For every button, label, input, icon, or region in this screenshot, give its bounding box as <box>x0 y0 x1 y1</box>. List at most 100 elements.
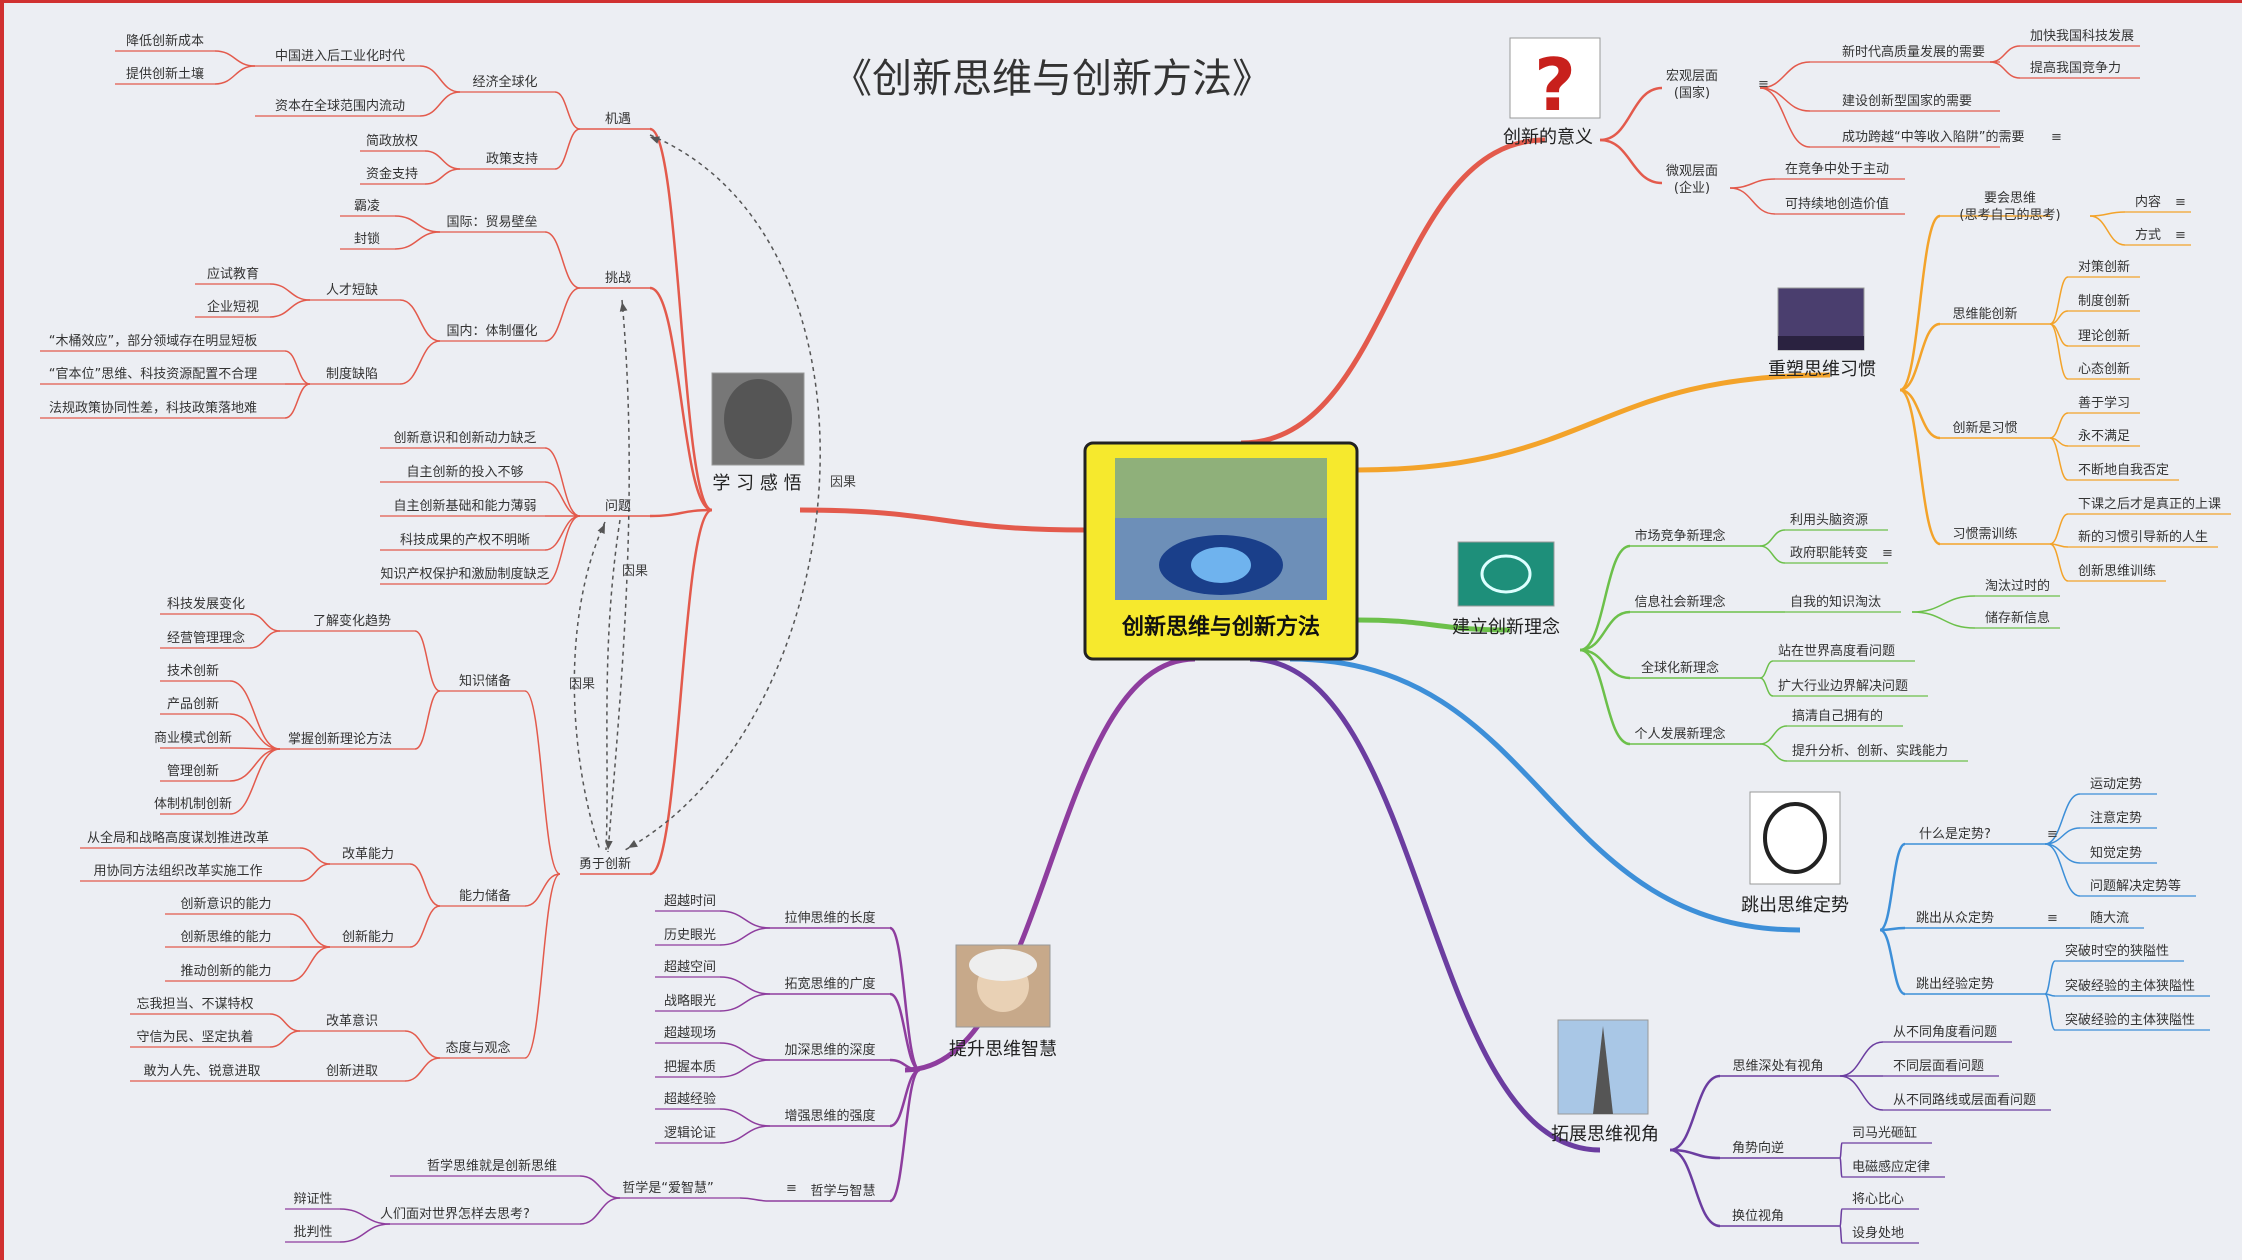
topic-label[interactable]: 从全局和战略高度谋划推进改革 <box>87 830 269 846</box>
topic-label[interactable]: 电磁感应定律 <box>1852 1159 1930 1175</box>
topic-label[interactable]: 商业模式创新 <box>154 730 232 746</box>
topic-label[interactable]: 在竞争中处于主动 <box>1785 161 1889 177</box>
topic-label[interactable]: 掌握创新理论方法 <box>288 731 392 747</box>
note-icon[interactable]: ≡ <box>1882 546 1893 561</box>
topic-label[interactable]: 辩证性 <box>293 1192 332 1207</box>
topic-label[interactable]: 创新思维训练 <box>2078 563 2156 579</box>
topic-label[interactable]: 知觉定势 <box>2090 845 2142 861</box>
topic-label[interactable]: 理论创新 <box>2078 328 2130 344</box>
topic-label[interactable]: 思维深处有视角 <box>1732 1059 1823 1074</box>
topic-label[interactable]: 拓宽思维的广度 <box>784 976 875 992</box>
topic-label[interactable]: 微观层面(企业) <box>1666 164 1718 196</box>
topic-label[interactable]: 管理创新 <box>167 763 219 779</box>
topic-label[interactable]: 守信为民、坚定执着 <box>136 1029 253 1045</box>
topic-label[interactable]: 加深思维的深度 <box>784 1042 875 1058</box>
topic-label[interactable]: 突破经验的主体狭隘性 <box>2065 978 2195 994</box>
topic-label[interactable]: 下课之后才是真正的上课 <box>2078 496 2221 512</box>
topic-label[interactable]: 对策创新 <box>2078 259 2130 275</box>
topic-label[interactable]: 创新意识和创新动力缺乏 <box>393 430 536 446</box>
topic-label[interactable]: 创新意识的能力 <box>180 896 271 912</box>
topic-label[interactable]: 超越空间 <box>664 960 716 975</box>
topic-label[interactable]: 简政放权 <box>366 133 418 149</box>
topic-label[interactable]: 挑战 <box>605 271 631 286</box>
topic-label[interactable]: 什么是定势? <box>1919 826 1991 842</box>
topic-label[interactable]: 态度与观念 <box>445 1040 510 1056</box>
topic-label[interactable]: 站在世界高度看问题 <box>1778 643 1895 659</box>
topic-label[interactable]: 增强思维的强度 <box>784 1108 875 1124</box>
topic-label[interactable]: 体制机制创新 <box>154 796 232 812</box>
topic-label[interactable]: 宏观层面(国家) <box>1666 69 1718 101</box>
topic-label[interactable]: 战略眼光 <box>664 993 716 1009</box>
topic-label[interactable]: 随大流 <box>2090 911 2129 926</box>
topic-label[interactable]: 注意定势 <box>2090 810 2142 826</box>
topic-label[interactable]: 建设创新型国家的需要 <box>1842 93 1972 109</box>
topic-label[interactable]: 从不同路线或层面看问题 <box>1893 1092 2036 1108</box>
topic-label[interactable]: 知识储备 <box>459 673 511 689</box>
topic-label[interactable]: 超越现场 <box>664 1026 716 1041</box>
topic-label[interactable]: “木桶效应”，部分领域存在明显短板 <box>49 333 257 349</box>
topic-label[interactable]: 跳出思维定势 <box>1741 895 1849 916</box>
topic-label[interactable]: 扩大行业边界解决问题 <box>1778 679 1908 694</box>
topic-label[interactable]: 新时代高质量发展的需要 <box>1842 44 1985 60</box>
topic-label[interactable]: 政策支持 <box>486 151 538 167</box>
topic-label[interactable]: 司马光砸缸 <box>1852 1125 1917 1141</box>
topic-label[interactable]: 重塑思维习惯 <box>1768 359 1876 380</box>
topic-label[interactable]: 利用头脑资源 <box>1790 513 1868 528</box>
topic-label[interactable]: 全球化新理念 <box>1641 660 1719 676</box>
topic-label[interactable]: 超越经验 <box>664 1091 716 1107</box>
topic-label[interactable]: 改革意识 <box>326 1013 378 1029</box>
topic-label[interactable]: 换位视角 <box>1732 1209 1784 1224</box>
topic-label[interactable]: 突破时空的狭隘性 <box>2065 943 2169 959</box>
topic-label[interactable]: 技术创新 <box>167 663 219 679</box>
topic-label[interactable]: 国际：贸易壁垒 <box>446 215 537 230</box>
topic-label[interactable]: 建立创新理念 <box>1452 616 1560 638</box>
topic-label[interactable]: 能力储备 <box>459 888 511 904</box>
note-icon[interactable]: ≡ <box>2175 195 2186 210</box>
topic-label[interactable]: 科技发展变化 <box>167 596 245 612</box>
topic-label[interactable]: 推动创新的能力 <box>180 963 271 979</box>
topic-label[interactable]: 习惯需训练 <box>1952 526 2017 542</box>
topic-label[interactable]: 应试教育 <box>207 266 259 282</box>
topic-label[interactable]: 制度创新 <box>2078 293 2130 309</box>
topic-label[interactable]: 方式 <box>2135 227 2161 243</box>
topic-label[interactable]: 心态创新 <box>2078 361 2130 377</box>
topic-label[interactable]: 要会思维(思考自己的思考) <box>1959 191 2060 223</box>
topic-label[interactable]: 忘我担当、不谋特权 <box>136 996 253 1012</box>
topic-label[interactable]: 知识产权保护和激励制度缺乏 <box>380 566 549 582</box>
topic-label[interactable]: 法规政策协同性差，科技政策落地难 <box>49 400 257 416</box>
topic-label[interactable]: 把握本质 <box>664 1060 716 1075</box>
topic-label[interactable]: 批判性 <box>293 1225 332 1240</box>
topic-label[interactable]: 改革能力 <box>342 847 394 862</box>
topic-label[interactable]: 可持续地创造价值 <box>1785 196 1889 212</box>
topic-label[interactable]: 问题解决定势等 <box>2090 878 2181 894</box>
topic-label[interactable]: 经营管理理念 <box>167 630 245 646</box>
topic-label[interactable]: 机遇 <box>605 112 631 127</box>
topic-label[interactable]: 提升思维智慧 <box>949 1039 1057 1060</box>
topic-label[interactable]: 永不满足 <box>2078 429 2130 444</box>
topic-label[interactable]: 拓展思维视角 <box>1551 1124 1659 1145</box>
topic-label[interactable]: 跳出从众定势 <box>1916 910 1994 926</box>
topic-label[interactable]: 提供创新土壤 <box>126 66 204 82</box>
topic-label[interactable]: 资本在全球范围内流动 <box>275 98 405 114</box>
topic-label[interactable]: 突破经验的主体狭隘性 <box>2065 1012 2195 1028</box>
topic-label[interactable]: 创新是习惯 <box>1952 420 2017 436</box>
topic-label[interactable]: 用协同方法组织改革实施工作 <box>93 863 262 879</box>
note-icon[interactable]: ≡ <box>786 1181 797 1196</box>
topic-label[interactable]: 政府职能转变 <box>1790 545 1868 561</box>
topic-label[interactable]: 自主创新基础和能力薄弱 <box>393 498 536 514</box>
topic-label[interactable]: 逻辑论证 <box>664 1126 716 1141</box>
topic-label[interactable]: 提升分析、创新、实践能力 <box>1792 743 1948 759</box>
note-icon[interactable]: ≡ <box>1758 77 1769 92</box>
topic-label[interactable]: 学 习 感 悟 <box>712 473 801 494</box>
topic-label[interactable]: 霸凌 <box>354 199 380 214</box>
topic-label[interactable]: 国内：体制僵化 <box>446 323 537 339</box>
topic-label[interactable]: 新的习惯引导新的人生 <box>2078 529 2208 545</box>
topic-label[interactable]: 自我的知识淘汰 <box>1790 594 1881 610</box>
topic-label[interactable]: 思维能创新 <box>1952 306 2017 322</box>
central-topic[interactable]: 创新思维与创新方法 <box>1083 441 1359 661</box>
topic-label[interactable]: 科技成果的产权不明晰 <box>400 532 530 548</box>
topic-label[interactable]: 创新的意义 <box>1503 127 1593 148</box>
topic-label[interactable]: 人才短缺 <box>326 283 378 298</box>
topic-label[interactable]: 哲学是“爱智慧” <box>622 1180 713 1196</box>
topic-label[interactable]: 问题 <box>605 499 631 514</box>
